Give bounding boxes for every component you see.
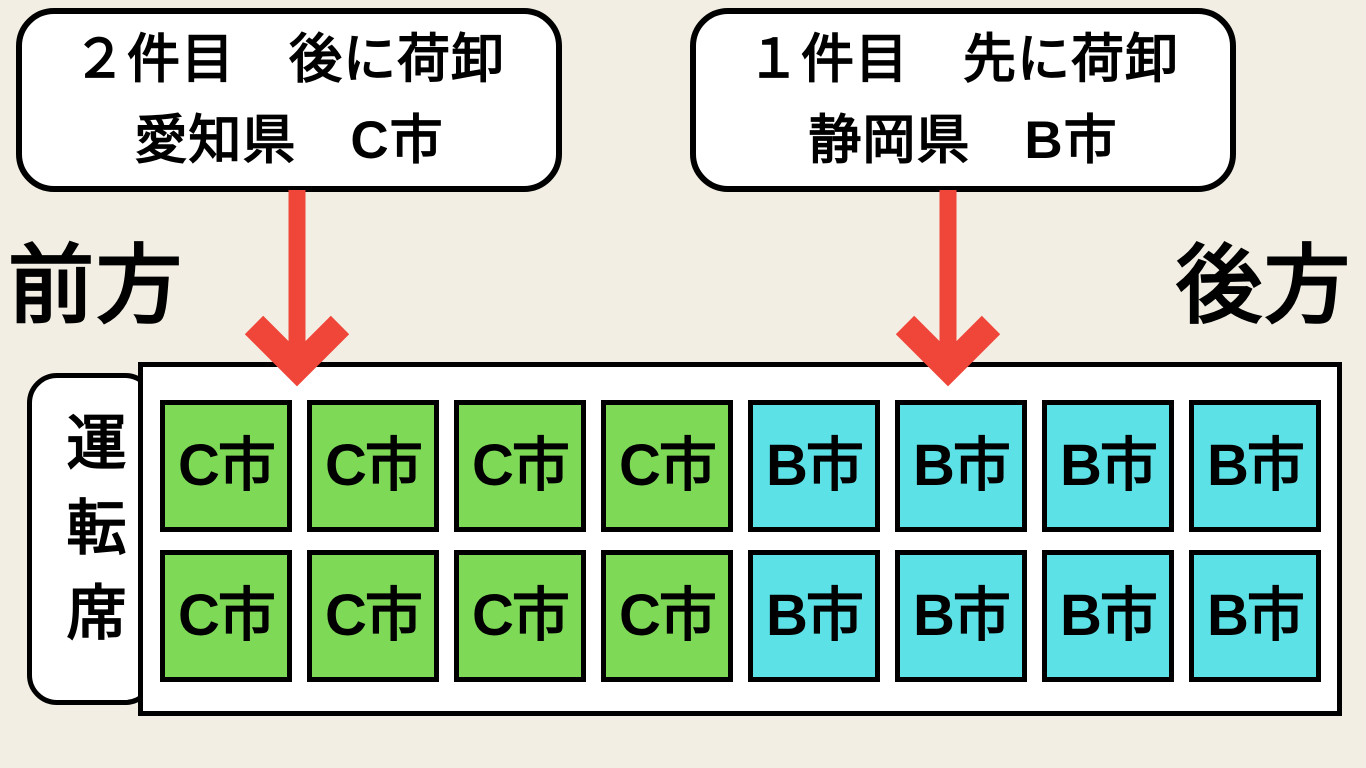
cargo-box-b: B市 (748, 400, 880, 532)
cargo-box-label: C市 (472, 583, 570, 648)
cargo-box-label: B市 (913, 433, 1011, 498)
callout-first-stop: １件目 先に荷卸 静岡県 B市 (690, 8, 1236, 192)
cargo-box-label: C市 (325, 433, 423, 498)
cargo-grid: C市 C市 C市 C市 B市 B市 B市 B市 C市 C市 C市 C市 B市 B市 B市 B市 (160, 400, 1321, 682)
cargo-row: C市 C市 C市 C市 B市 B市 B市 B市 (160, 550, 1321, 682)
cargo-box-b: B市 (1189, 400, 1321, 532)
cargo-box-b: B市 (1042, 400, 1174, 532)
cargo-box-b: B市 (895, 400, 1027, 532)
driver-seat: 運転席 (27, 373, 155, 705)
cargo-box-b: B市 (1042, 550, 1174, 682)
cargo-box-label: B市 (913, 583, 1011, 648)
cargo-box-c: C市 (307, 400, 439, 532)
cargo-box-c: C市 (160, 550, 292, 682)
front-label: 前方 (8, 238, 184, 334)
cargo-box-c: C市 (307, 550, 439, 682)
truck-bed: C市 C市 C市 C市 B市 B市 B市 B市 C市 C市 C市 C市 B市 B市 B市 B市 (138, 362, 1342, 716)
cargo-box-label: C市 (472, 433, 570, 498)
cargo-box-b: B市 (748, 550, 880, 682)
cargo-box-c: C市 (601, 550, 733, 682)
cargo-box-label: C市 (178, 433, 276, 498)
cargo-box-label: B市 (1207, 583, 1305, 648)
callout-second-stop-line1: ２件目 後に荷卸 (73, 30, 505, 89)
cargo-box-label: B市 (766, 433, 864, 498)
cargo-box-label: B市 (1060, 433, 1158, 498)
cargo-box-c: C市 (160, 400, 292, 532)
cargo-box-c: C市 (454, 400, 586, 532)
down-arrow-icon (895, 190, 1001, 387)
cargo-box-c: C市 (601, 400, 733, 532)
down-arrow-icon (244, 190, 350, 387)
cargo-box-label: B市 (766, 583, 864, 648)
cargo-box-label: C市 (178, 583, 276, 648)
cargo-box-label: C市 (619, 433, 717, 498)
callout-first-stop-line2: 静岡県 B市 (808, 111, 1118, 170)
driver-seat-label: 運転席 (58, 411, 125, 667)
cargo-box-label: C市 (619, 583, 717, 648)
cargo-box-label: C市 (325, 583, 423, 648)
cargo-row: C市 C市 C市 C市 B市 B市 B市 B市 (160, 400, 1321, 532)
callout-first-stop-line1: １件目 先に荷卸 (747, 30, 1179, 89)
cargo-box-b: B市 (1189, 550, 1321, 682)
callout-second-stop: ２件目 後に荷卸 愛知県 C市 (16, 8, 562, 192)
cargo-box-c: C市 (454, 550, 586, 682)
cargo-box-b: B市 (895, 550, 1027, 682)
callout-second-stop-line2: 愛知県 C市 (134, 111, 444, 170)
cargo-box-label: B市 (1060, 583, 1158, 648)
rear-label: 後方 (1176, 238, 1352, 334)
cargo-box-label: B市 (1207, 433, 1305, 498)
